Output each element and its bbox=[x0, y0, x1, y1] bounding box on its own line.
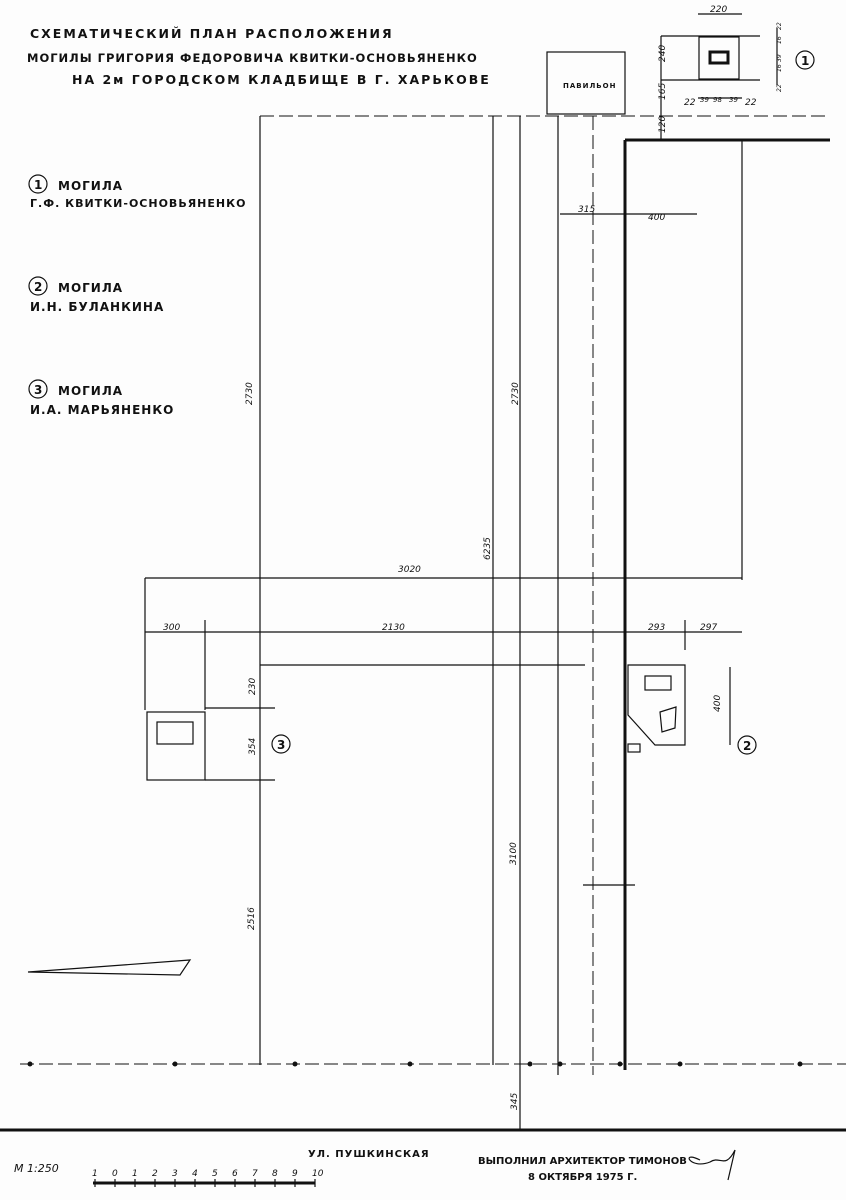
fence-post bbox=[27, 1061, 33, 1067]
legend-label-2: МОГИЛА bbox=[58, 281, 123, 295]
scale-tick-label: 8 bbox=[272, 1169, 278, 1179]
signature-date: 8 ОКТЯБРЯ 1975 Г. bbox=[528, 1172, 637, 1183]
dim-39b: 39 bbox=[729, 96, 738, 104]
grave-3: 3 bbox=[146, 711, 291, 781]
dim-6235: 6235 bbox=[483, 537, 493, 560]
dim-2516: 2516 bbox=[247, 907, 257, 930]
dim-22b: 22 bbox=[745, 98, 757, 108]
dim-3100: 3100 bbox=[509, 842, 519, 865]
legend-marker-1 bbox=[28, 174, 48, 194]
legend-name-2: И.Н. БУЛАНКИНА bbox=[30, 300, 164, 314]
dim-240: 240 bbox=[658, 45, 668, 62]
marker-3 bbox=[271, 734, 291, 754]
scale-tick-label: 5 bbox=[212, 1169, 218, 1179]
street-name: УЛ. ПУШКИНСКАЯ bbox=[308, 1149, 430, 1160]
signature-author: ВЫПОЛНИЛ АРХИТЕКТОР ТИМОНОВ bbox=[478, 1156, 687, 1167]
scale-tick-label: 2 bbox=[152, 1169, 158, 1179]
fence-post bbox=[407, 1061, 413, 1067]
title-line-3: НА 2м ГОРОДСКОМ КЛАДБИЩЕ В Г. ХАРЬКОВЕ bbox=[72, 72, 491, 87]
fence-post bbox=[677, 1061, 683, 1067]
dim-r39: 39 bbox=[776, 54, 783, 62]
legend-num-2: 2 bbox=[34, 280, 43, 294]
dim-315: 315 bbox=[578, 205, 595, 215]
legend-num-1: 1 bbox=[34, 178, 43, 192]
pavilion: ПАВИЛЬОН bbox=[546, 51, 626, 115]
dim-r16b: 16 bbox=[776, 64, 783, 72]
scale-tick-label: 0 bbox=[112, 1169, 118, 1179]
legend-name-1: Г.Ф. КВИТКИ-ОСНОВЬЯНЕНКО bbox=[30, 197, 246, 210]
marker-2-label: 2 bbox=[743, 739, 751, 753]
scale-tick-label: 7 bbox=[252, 1169, 258, 1179]
grave-2: 2 bbox=[627, 664, 757, 755]
scale-tick-label: 1 bbox=[132, 1169, 138, 1179]
dim-293: 293 bbox=[648, 623, 665, 633]
dim-120: 120 bbox=[658, 116, 668, 133]
dim-400a: 400 bbox=[648, 213, 665, 223]
scale-label: М 1:250 bbox=[14, 1162, 59, 1175]
dim-r16a: 16 bbox=[776, 36, 783, 44]
scale-tick-label: 9 bbox=[292, 1169, 298, 1179]
scale-tick-label: 10 bbox=[312, 1169, 324, 1179]
marker-2 bbox=[737, 735, 757, 755]
fence-post bbox=[557, 1061, 563, 1067]
dim-22a: 22 bbox=[684, 98, 696, 108]
scale-tick-label: 4 bbox=[192, 1169, 198, 1179]
dim-354: 354 bbox=[248, 738, 258, 755]
scale-tick-label: 1 bbox=[92, 1169, 98, 1179]
signature-scribble bbox=[688, 1149, 736, 1181]
fence-post bbox=[797, 1061, 803, 1067]
dim-2730a: 2730 bbox=[245, 382, 255, 405]
dim-2130: 2130 bbox=[382, 623, 405, 633]
dim-297: 297 bbox=[700, 623, 717, 633]
fence-post bbox=[527, 1061, 533, 1067]
grave-1: 1 bbox=[660, 13, 815, 140]
scale-tick-label: 3 bbox=[172, 1169, 178, 1179]
dim-220: 220 bbox=[710, 5, 727, 15]
marker-1 bbox=[795, 50, 815, 70]
dim-230: 230 bbox=[248, 678, 258, 695]
marker-1-label: 1 bbox=[801, 54, 809, 68]
scale-tick-label: 6 bbox=[232, 1169, 238, 1179]
legend-label-3: МОГИЛА bbox=[58, 384, 123, 398]
dim-300: 300 bbox=[163, 623, 180, 633]
dim-3020: 3020 bbox=[398, 565, 421, 575]
dim-345: 345 bbox=[510, 1093, 520, 1110]
legend-num-3: 3 bbox=[34, 383, 43, 397]
legend-marker-3 bbox=[28, 379, 48, 399]
dim-400b: 400 bbox=[713, 695, 723, 712]
title-line-2: МОГИЛЫ ГРИГОРИЯ ФЕДОРОВИЧА КВИТКИ-ОСНОВЬ… bbox=[27, 51, 478, 65]
legend-marker-2 bbox=[28, 276, 48, 296]
north-arrow-icon bbox=[27, 959, 192, 976]
fence-post bbox=[617, 1061, 623, 1067]
dim-39a: 39 bbox=[700, 96, 709, 104]
legend-label-1: МОГИЛА bbox=[58, 179, 123, 193]
dim-r22a: 22 bbox=[776, 22, 783, 30]
title-line-1: СХЕМАТИЧЕСКИЙ ПЛАН РАСПОЛОЖЕНИЯ bbox=[30, 26, 394, 41]
fence-post bbox=[292, 1061, 298, 1067]
marker-3-label: 3 bbox=[277, 738, 285, 752]
plan-title: СХЕМАТИЧЕСКИЙ ПЛАН РАСПОЛОЖЕНИЯ МОГИЛЫ Г… bbox=[27, 26, 491, 87]
dim-2730b: 2730 bbox=[511, 382, 521, 405]
dim-r22b: 22 bbox=[776, 84, 783, 92]
dim-165: 165 bbox=[658, 83, 668, 100]
pavilion-label: ПАВИЛЬОН bbox=[563, 82, 616, 90]
legend-name-3: И.А. МАРЬЯНЕНКО bbox=[30, 403, 174, 417]
dim-98: 98 bbox=[713, 96, 722, 104]
legend: 1 МОГИЛА Г.Ф. КВИТКИ-ОСНОВЬЯНЕНКО 2 МОГИ… bbox=[28, 174, 246, 417]
dimension-labels: 220 240 165 120 22 39 98 39 22 22 16 39 … bbox=[163, 5, 783, 1110]
fence-post bbox=[172, 1061, 178, 1067]
